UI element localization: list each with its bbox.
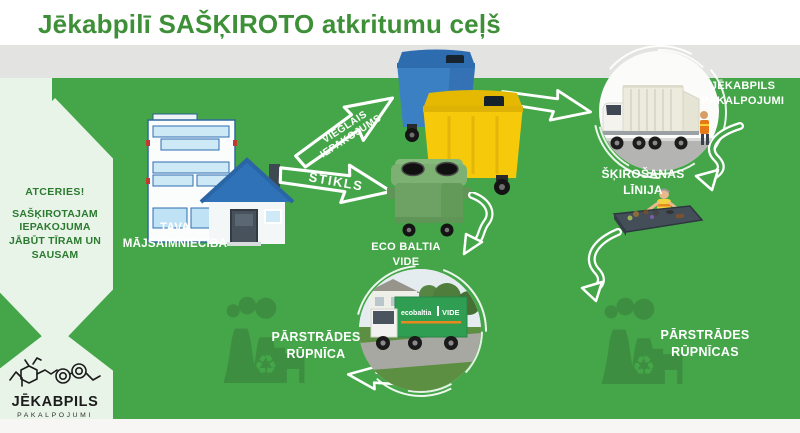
- recycle-icon: ♻: [254, 350, 278, 380]
- hauler-label: JĒKABPILS PAKALPOJUMI: [701, 80, 785, 107]
- recycling-plants-label: PĀRSTRĀDES RŪPNĪCAS: [660, 328, 750, 359]
- eco-truck-icon: ecobaltia VIDE: [359, 269, 481, 391]
- sorting-line-label: ŠĶIROŠANAS LĪNIJA: [601, 167, 685, 198]
- title-band: [0, 0, 800, 45]
- house-icon: [146, 113, 295, 246]
- molecule-icon: [9, 357, 101, 387]
- garbage-truck-icon: [602, 85, 709, 150]
- reminder-card: ATCERIES! SAŠĶIROTAJAM IEPAKOJUMA JĀBŪT …: [0, 98, 113, 350]
- eco-truck-brand: ecobaltia: [401, 310, 431, 317]
- arrow-glass: STIKLS: [273, 150, 399, 214]
- factory-icon: ♻: [223, 296, 305, 383]
- arrow-sorting-to-plants: [580, 228, 622, 303]
- green-bin-icon: [387, 159, 471, 237]
- eco-truck-photo: ecobaltia VIDE: [359, 269, 481, 391]
- arrow-light-packaging: VIEGLAIS IEPAKOJUMS: [284, 78, 413, 187]
- arrow-bin-to-eco-truck: [462, 192, 494, 256]
- sketch-arrow-icon: [294, 96, 395, 169]
- eco-baltia-label: ECO BALTIA VIDE: [371, 241, 441, 268]
- eco-truck-division: VIDE: [442, 308, 460, 317]
- sketch-arrow-icon: [278, 163, 393, 205]
- factory-icon: ♻: [601, 297, 683, 384]
- page-title: Jēkabpilī SAŠĶIROTO atkritumu ceļš: [38, 9, 501, 39]
- company-logo-card: JĒKABPILS PAKALPOJUMI: [0, 326, 113, 419]
- reminder-heading: ATCERIES!: [25, 185, 85, 198]
- logo-name: JĒKABPILS: [11, 394, 99, 410]
- logo-subtitle: PAKALPOJUMI: [17, 412, 93, 419]
- household-label: TAVA MĀJSAIMNIECĪBA: [122, 222, 228, 250]
- sorting-line-icon: [612, 188, 704, 236]
- recycle-icon: ♻: [632, 351, 656, 381]
- garbage-truck-photo: [599, 51, 719, 171]
- reminder-body: SAŠĶIROTAJAM IEPAKOJUMA JĀBŪT TĪRAM UN S…: [8, 207, 102, 261]
- recycling-plant-label: PĀRSTRĀDES RŪPNĪCA: [271, 330, 361, 361]
